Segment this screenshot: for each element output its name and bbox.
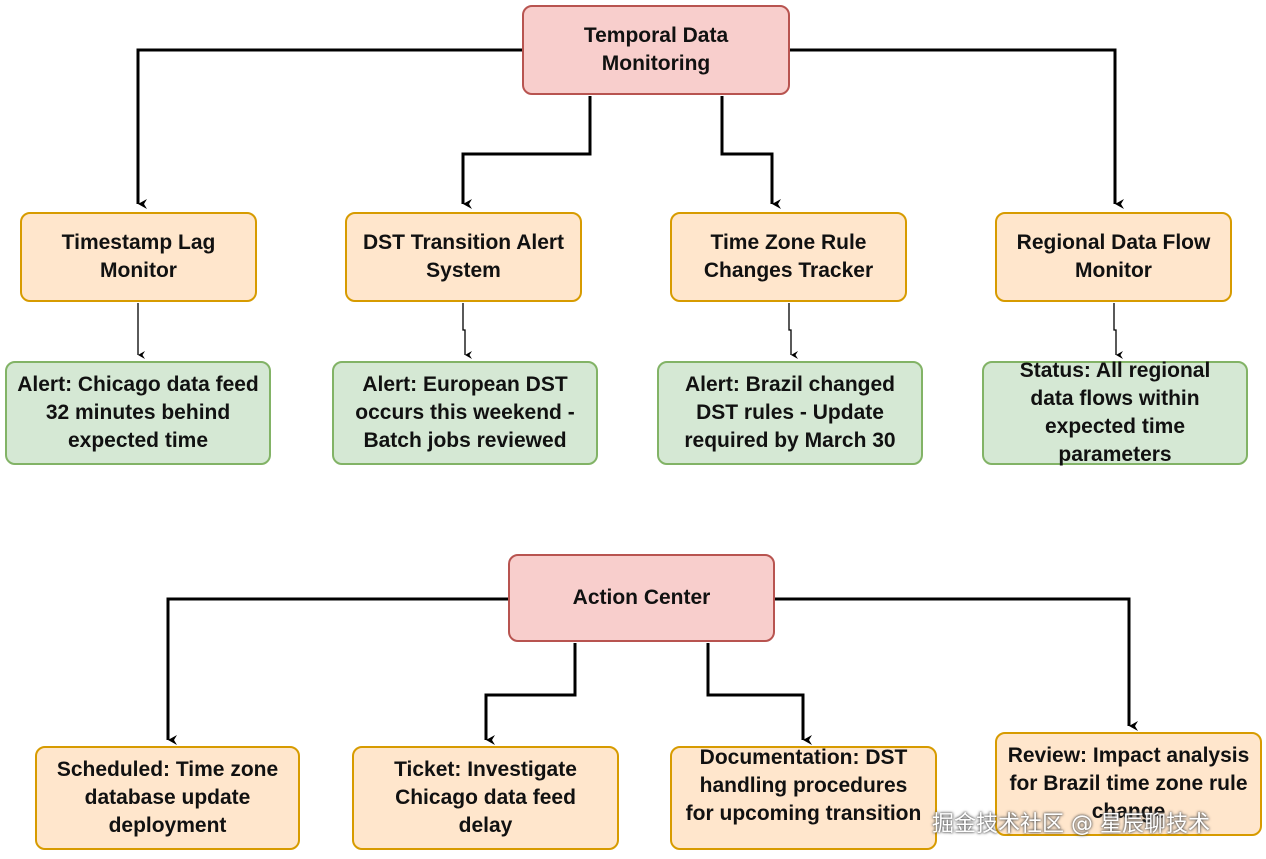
regional-status-node: Status: All regional data flows within e… — [982, 359, 1248, 466]
edge-root-to-tz-rules — [720, 96, 781, 209]
temporal-data-monitoring-node: Temporal Data Monitoring — [522, 5, 790, 95]
review-impact-node: Review: Impact analysis for Brazil time … — [995, 732, 1262, 836]
edge-regional-flow-to-status — [1113, 303, 1123, 359]
edge-action-to-ticket — [484, 643, 577, 745]
edge-root-to-dst-alert — [461, 96, 592, 209]
edge-action-to-scheduled — [166, 597, 508, 745]
action-center-node: Action Center — [508, 554, 775, 642]
brazil-dst-alert-node: Alert: Brazil changed DST rules - Update… — [657, 361, 923, 465]
european-dst-alert-node: Alert: European DST occurs this weekend … — [332, 361, 598, 465]
tz-rule-changes-tracker-node: Time Zone Rule Changes Tracker — [670, 212, 907, 302]
ticket-investigate-node: Ticket: Investigate Chicago data feed de… — [352, 746, 619, 850]
edge-root-to-timestamp-lag — [136, 48, 522, 209]
scheduled-update-node: Scheduled: Time zone database update dep… — [35, 746, 300, 850]
timestamp-lag-monitor-node: Timestamp Lag Monitor — [20, 212, 257, 302]
edge-tz-rules-to-status — [788, 303, 798, 359]
dst-transition-alert-node: DST Transition Alert System — [345, 212, 582, 302]
edge-action-to-documentation — [706, 643, 812, 745]
watermark-text: 掘金技术社区 @ 星辰聊技术 — [932, 812, 1210, 837]
documentation-dst-node: Documentation: DST handling procedures f… — [670, 746, 937, 850]
regional-data-flow-monitor-node: Regional Data Flow Monitor — [995, 212, 1232, 302]
edge-action-to-review — [775, 597, 1138, 731]
edge-root-to-regional-flow — [790, 48, 1124, 209]
edge-dst-alert-to-status — [462, 303, 472, 359]
chicago-lag-alert-node: Alert: Chicago data feed 32 minutes behi… — [5, 361, 271, 465]
